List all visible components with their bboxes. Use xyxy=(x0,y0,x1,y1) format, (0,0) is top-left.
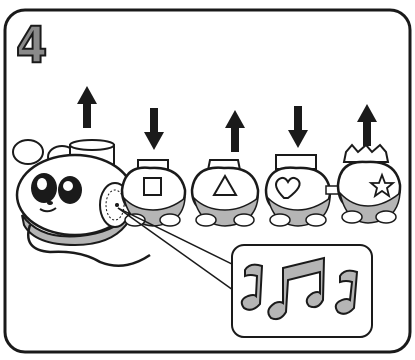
car-heart xyxy=(264,154,341,227)
star-shape-slot xyxy=(368,172,396,199)
triangle-shape-slot xyxy=(212,174,238,196)
callout-line xyxy=(117,207,241,269)
callout-line xyxy=(117,207,241,296)
car-star xyxy=(336,143,402,224)
car-triangle xyxy=(190,159,260,227)
arrow-down-icon xyxy=(144,108,164,150)
pull-string xyxy=(27,224,151,267)
caterpillar-head xyxy=(12,139,135,247)
music-notes-icon xyxy=(231,244,373,338)
heart-shape-slot xyxy=(275,176,301,199)
arrow-up-icon xyxy=(77,86,97,128)
square-shape-slot xyxy=(143,177,162,196)
arrow-down-icon xyxy=(288,106,308,148)
step-number: 4 xyxy=(15,16,48,74)
arrow-up-icon xyxy=(357,104,377,146)
arrow-up-icon xyxy=(225,110,245,152)
